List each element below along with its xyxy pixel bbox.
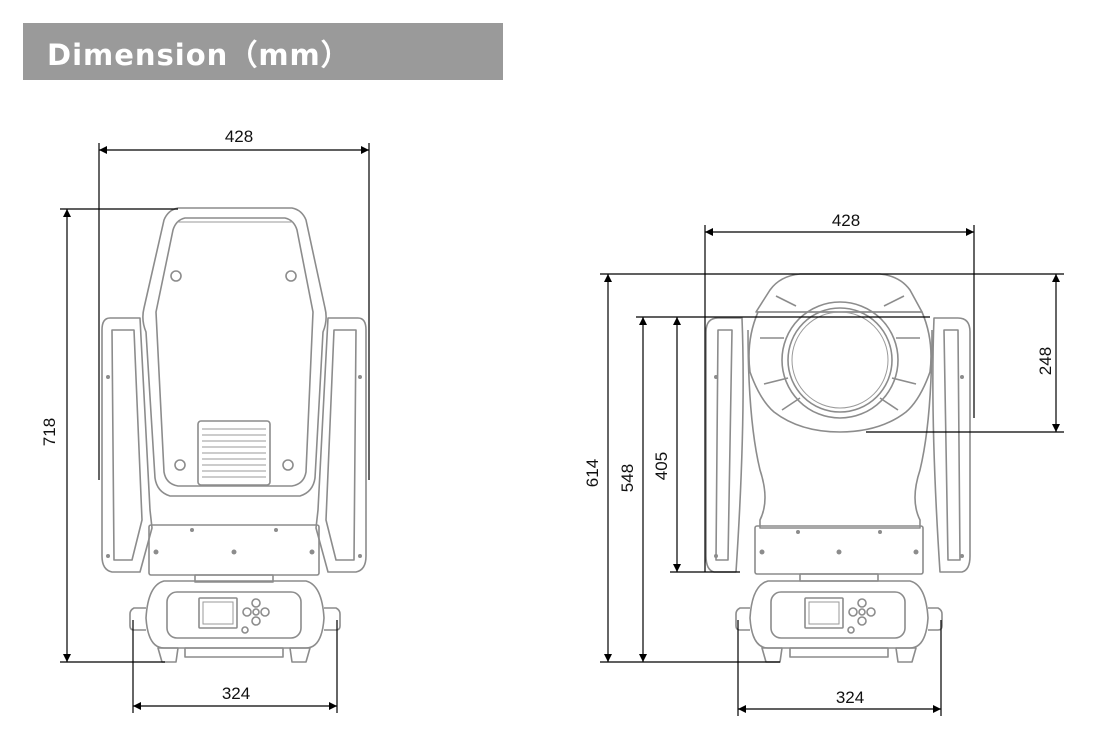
side-head-depth-label: 248	[1036, 347, 1055, 375]
side-width-base-label: 324	[836, 688, 864, 707]
side-height-pivot-label: 405	[652, 452, 671, 480]
header-bar: Dimension（mm）	[23, 23, 503, 80]
side-width-base-dimension: 324	[737, 620, 942, 716]
front-width-base-dimension: 324	[132, 620, 338, 713]
side-height-pivot-dimension: 405	[652, 317, 740, 573]
side-width-top-dimension: 428	[704, 211, 975, 572]
side-height-total-label: 614	[583, 459, 602, 487]
front-width-top-label: 428	[225, 127, 253, 146]
front-height-label: 718	[40, 418, 59, 446]
front-width-top-dimension: 428	[98, 127, 370, 480]
side-height-total-dimension: 614	[583, 273, 1064, 663]
side-width-top-label: 428	[832, 211, 860, 230]
side-height-arm-label: 548	[618, 464, 637, 492]
page-title: Dimension（mm）	[47, 38, 351, 72]
side-head-depth-dimension: 248	[866, 274, 1064, 433]
side-height-arm-dimension: 548	[618, 316, 930, 662]
side-view-fixture	[705, 273, 971, 663]
front-height-dimension: 718	[40, 208, 178, 663]
front-view-fixture	[101, 207, 367, 663]
front-width-base-label: 324	[222, 684, 250, 703]
